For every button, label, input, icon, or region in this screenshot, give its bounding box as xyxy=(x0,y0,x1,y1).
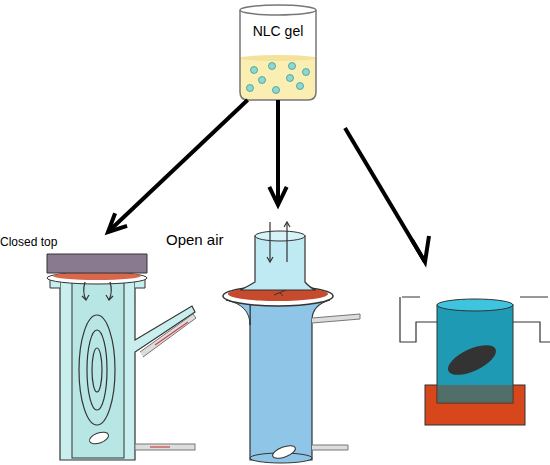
node-label: NLC gel xyxy=(253,23,304,39)
insert-cell xyxy=(400,297,550,425)
open-cell xyxy=(223,222,360,463)
node-label: Open air xyxy=(166,231,224,248)
flow-arrow xyxy=(108,100,248,232)
cell-node: Open air xyxy=(166,205,356,463)
arrow xyxy=(345,128,429,262)
beaker xyxy=(240,5,316,100)
cell-node: Closed top xyxy=(0,232,200,462)
flow-arrow xyxy=(269,100,286,205)
node-label: Closed top xyxy=(0,235,57,249)
franz-cell xyxy=(47,254,196,460)
beaker-node: NLC gel xyxy=(240,10,316,100)
